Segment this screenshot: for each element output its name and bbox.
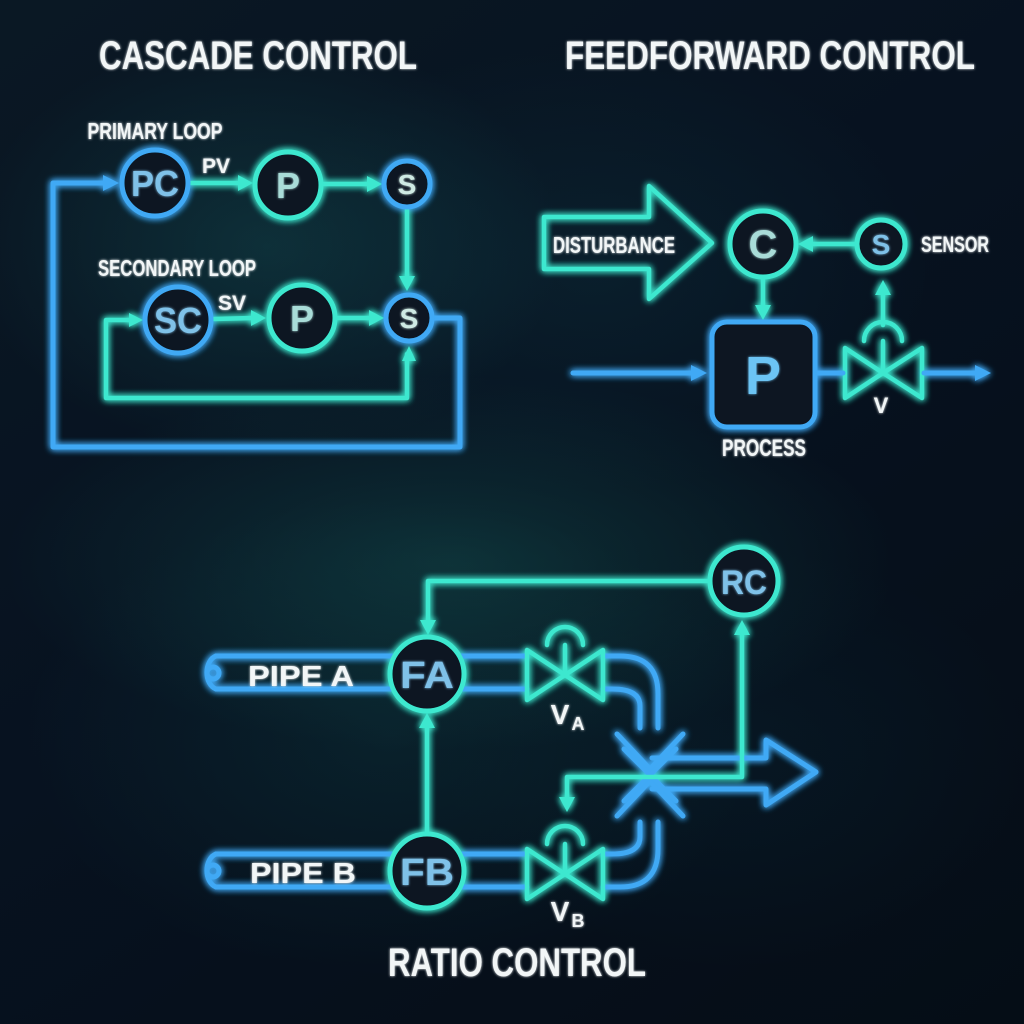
node-primary-controller-label: PC bbox=[131, 163, 179, 204]
arrow-sc-to-p-head bbox=[251, 310, 266, 326]
node-flow-b-circle bbox=[387, 831, 467, 911]
feedforward-panel: FEEDFORWARD CONTROL DISTURBANCE SENSOR P… bbox=[541, 34, 991, 462]
process-inflow-head bbox=[691, 365, 707, 381]
pipe-a-label: PIPE A bbox=[248, 661, 354, 693]
valve-a-icon bbox=[524, 647, 606, 703]
cascade-inner-feedback-loop bbox=[103, 317, 410, 401]
pipe-b-cap-curl bbox=[204, 862, 222, 880]
node-ratio-controller-label: RC bbox=[721, 564, 767, 602]
node-ratio-controller-circle bbox=[707, 544, 781, 618]
disturbance-label: DISTURBANCE bbox=[553, 232, 675, 258]
node-secondary-sensor-label: S bbox=[400, 303, 419, 334]
arrow-sensor-to-controller-head bbox=[798, 236, 813, 252]
valve-a-label-sub: A bbox=[572, 714, 585, 734]
rc-to-fa-signal bbox=[425, 578, 713, 625]
valve-a-label: V bbox=[551, 699, 570, 730]
pipe-b-outlet-inner bbox=[600, 819, 643, 857]
cascade-outer-feedback-loop bbox=[50, 180, 463, 450]
node-controller-circle bbox=[727, 208, 799, 280]
node-secondary-process-circle bbox=[266, 282, 338, 354]
disturbance-arrow bbox=[541, 183, 715, 302]
node-sensor-circle bbox=[854, 217, 908, 271]
arrow-into-secondary-controller bbox=[129, 313, 143, 327]
cascade-title: CASCADE CONTROL bbox=[99, 34, 417, 78]
mix-to-rc-head bbox=[734, 620, 750, 635]
node-flow-a-label: FA bbox=[400, 655, 454, 697]
node-primary-sensor-circle bbox=[381, 158, 433, 210]
node-flow-a-circle bbox=[387, 634, 467, 714]
sensor-label: SENSOR bbox=[921, 232, 989, 257]
valve-b-icon bbox=[524, 846, 606, 902]
pipe-a-outlet-inner bbox=[600, 686, 643, 731]
mix-to-rc-and-valve-b-signal bbox=[564, 631, 745, 801]
node-primary-controller-circle bbox=[119, 147, 191, 219]
node-primary-process-circle bbox=[252, 149, 324, 221]
arrow-into-primary-controller bbox=[103, 175, 119, 191]
pipe-a-outlet-outer bbox=[600, 653, 661, 731]
valve-b-label-sub: B bbox=[572, 911, 585, 931]
valve-label: V bbox=[874, 393, 889, 418]
valve-actuator-dome bbox=[861, 319, 905, 344]
sv-label: SV bbox=[218, 292, 246, 315]
node-process-label: P bbox=[745, 346, 781, 406]
pipe-b-outlet-outer bbox=[600, 819, 661, 890]
valve-outflow-head bbox=[975, 365, 991, 381]
node-primary-sensor-label: S bbox=[398, 169, 417, 200]
pipe-b-label: PIPE B bbox=[250, 858, 356, 890]
valve-a-dome bbox=[544, 624, 586, 648]
node-controller-label: C bbox=[749, 223, 778, 267]
node-secondary-controller-circle bbox=[142, 284, 214, 356]
arrow-into-secondary-sensor-up bbox=[402, 346, 416, 361]
node-primary-process-label: P bbox=[276, 165, 300, 206]
valve-b-dome bbox=[544, 823, 586, 847]
rc-to-fa-head bbox=[420, 620, 436, 635]
arrow-p2-to-s2-head bbox=[369, 310, 384, 326]
feedforward-title: FEEDFORWARD CONTROL bbox=[565, 34, 975, 78]
node-secondary-sensor-circle bbox=[383, 292, 435, 344]
valve-b-label: V bbox=[551, 896, 570, 927]
pv-label: PV bbox=[202, 155, 230, 178]
arrow-p-to-s-head bbox=[367, 176, 382, 192]
secondary-loop-label: SECONDARY LOOP bbox=[98, 255, 256, 281]
arrow-pc-to-p-head bbox=[238, 175, 253, 191]
pipe-a-cap-curl bbox=[204, 664, 222, 682]
mixed-outflow-arrow bbox=[649, 737, 819, 808]
fb-to-fa-head bbox=[419, 713, 435, 728]
ratio-title: RATIO CONTROL bbox=[388, 941, 646, 985]
cascade-panel: CASCADE CONTROL PRIMARY LOOP SECONDARY L… bbox=[50, 34, 463, 450]
process-label: PROCESS bbox=[722, 435, 806, 462]
node-flow-b-label: FB bbox=[400, 852, 454, 894]
arrow-sc-to-p-line bbox=[211, 315, 255, 322]
panel-dividers bbox=[0, 0, 1024, 512]
ratio-panel: RATIO CONTROL PIPE A PIPE B V A V B RC F… bbox=[204, 544, 819, 985]
node-secondary-controller-label: SC bbox=[154, 300, 202, 341]
pipe-a-merge-chevron bbox=[614, 731, 686, 772]
primary-loop-label: PRIMARY LOOP bbox=[88, 118, 223, 144]
node-sensor-label: S bbox=[872, 229, 891, 260]
arrow-controller-to-process-head bbox=[755, 305, 771, 320]
signal-to-valve-b-head bbox=[559, 797, 575, 812]
arrow-s-down-head bbox=[399, 276, 415, 291]
node-secondary-process-label: P bbox=[290, 298, 314, 339]
arrow-into-sensor-head bbox=[875, 280, 891, 295]
